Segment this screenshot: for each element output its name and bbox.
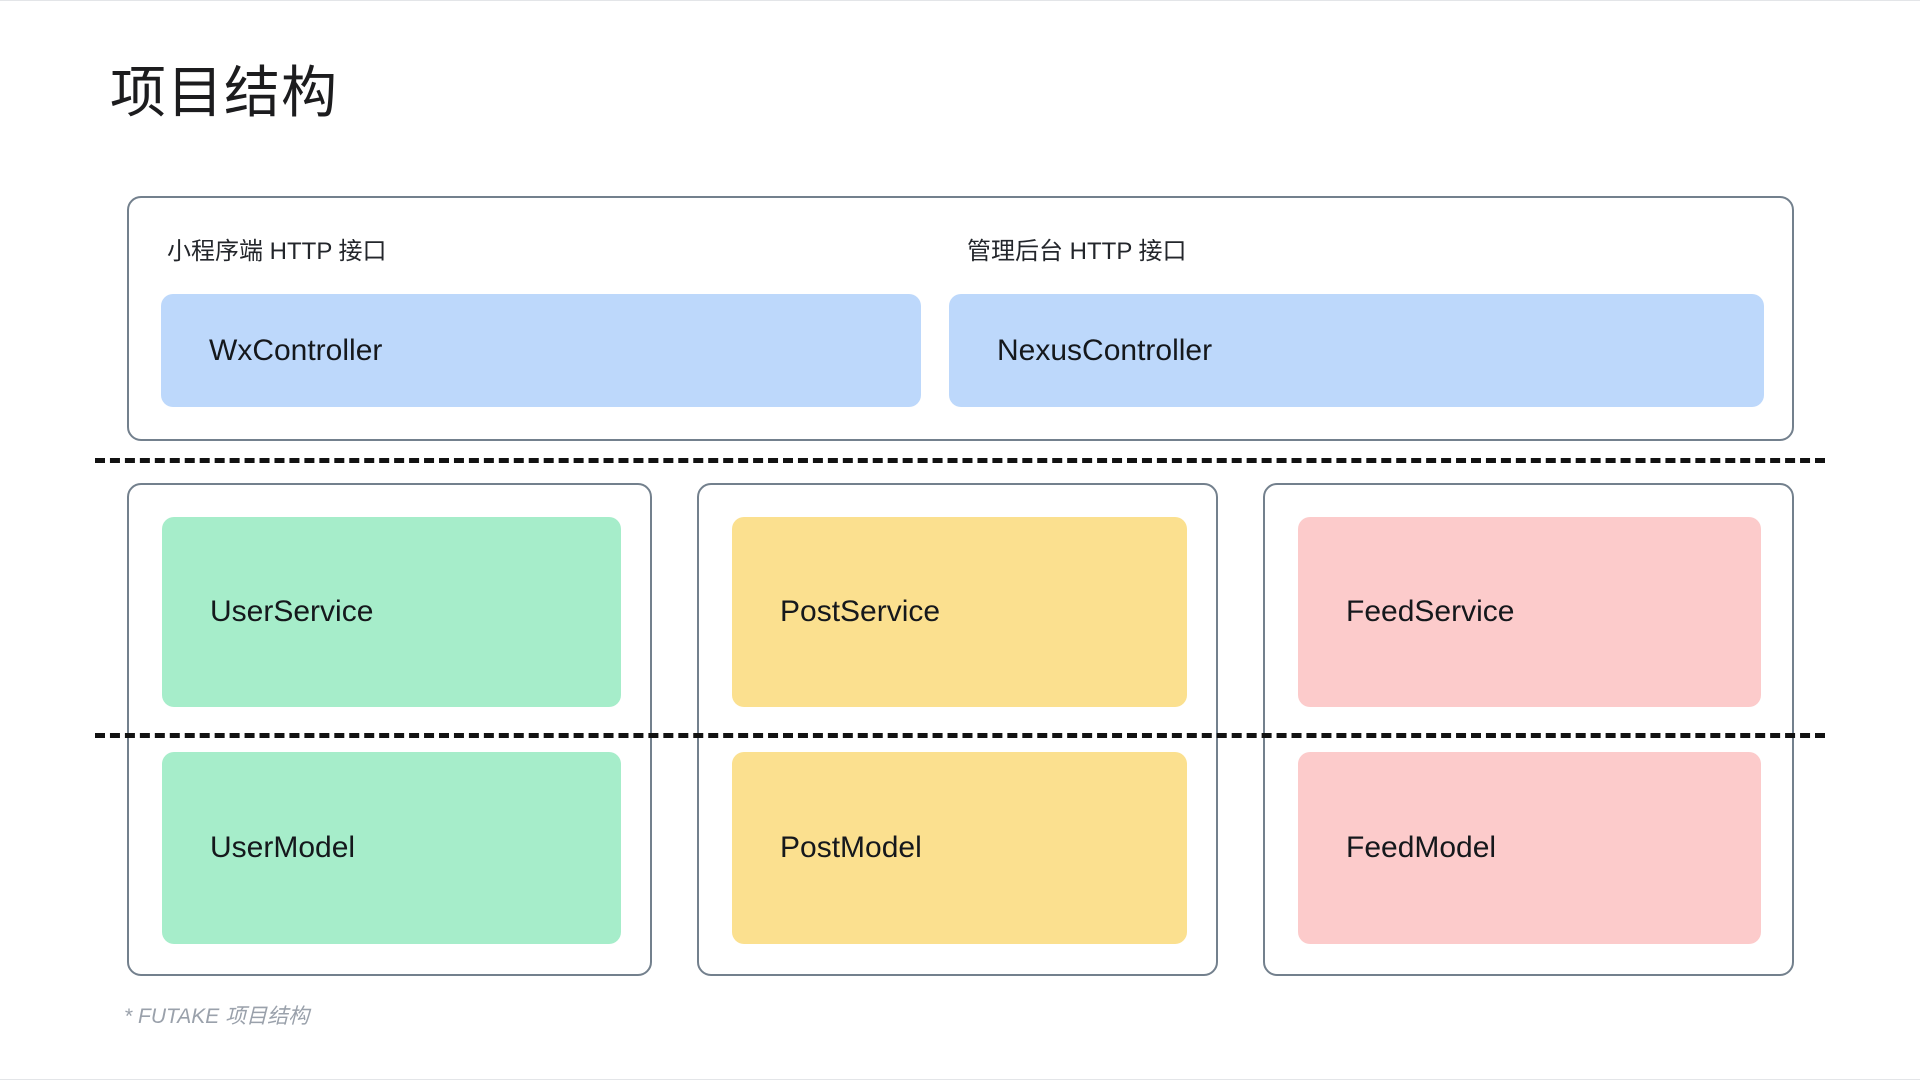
domain-card-post: PostService PostModel — [697, 483, 1218, 976]
chip-label-feed-service: FeedService — [1346, 595, 1515, 628]
domain-card-user: UserService UserModel — [127, 483, 652, 976]
chip-user-model[interactable]: UserModel — [162, 752, 621, 944]
chip-post-model[interactable]: PostModel — [732, 752, 1187, 944]
layer-divider-controller-service — [95, 458, 1825, 463]
controller-column-label-wx: 小程序端 HTTP 接口 — [167, 238, 387, 265]
controller-column-label-nexus: 管理后台 HTTP 接口 — [967, 238, 1187, 265]
chip-label-nexus-controller: NexusController — [997, 333, 1213, 367]
chip-label-feed-model: FeedModel — [1346, 831, 1497, 864]
chip-label-user-service: UserService — [210, 595, 374, 628]
top-divider — [0, 0, 1920, 1]
footnote-caption: * FUTAKE 项目结构 — [124, 1005, 310, 1028]
domain-card-feed: FeedService FeedModel — [1263, 483, 1794, 976]
chip-label-post-model: PostModel — [780, 831, 922, 864]
chip-label-post-service: PostService — [780, 595, 941, 628]
chip-user-service[interactable]: UserService — [162, 517, 621, 707]
chip-feed-service[interactable]: FeedService — [1298, 517, 1761, 707]
chip-feed-model[interactable]: FeedModel — [1298, 752, 1761, 944]
chip-post-service[interactable]: PostService — [732, 517, 1187, 707]
chip-label-wx-controller: WxController — [209, 333, 383, 367]
layer-divider-service-model — [95, 733, 1825, 738]
chip-wx-controller[interactable]: WxController — [161, 294, 921, 407]
chip-label-user-model: UserModel — [210, 831, 356, 864]
chip-nexus-controller[interactable]: NexusController — [949, 294, 1764, 407]
page-title: 项目结构 — [110, 61, 338, 124]
controller-layer-card: 小程序端 HTTP 接口 管理后台 HTTP 接口 WxController N… — [127, 196, 1794, 441]
